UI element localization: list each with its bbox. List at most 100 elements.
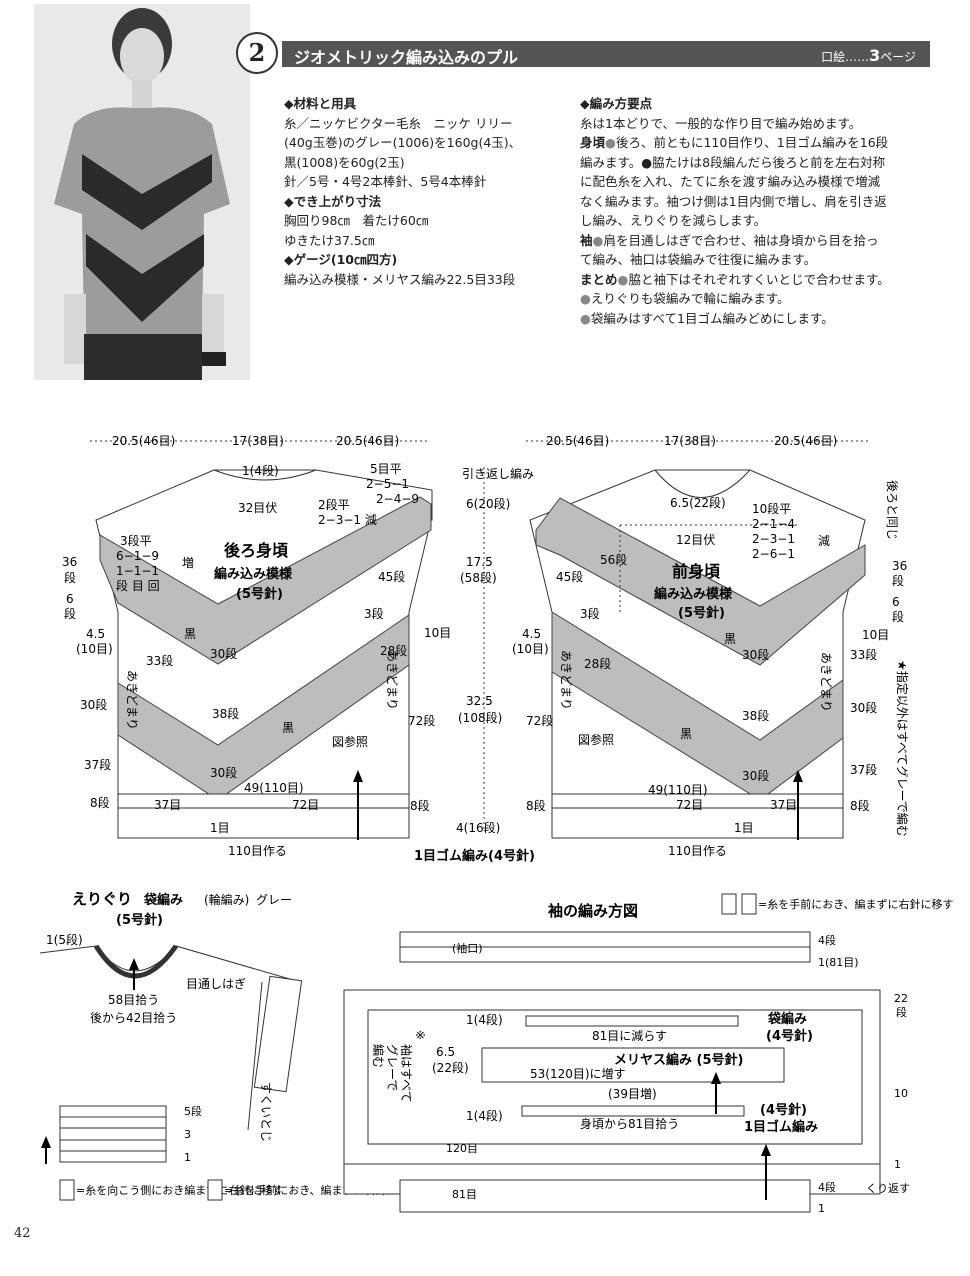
method-intro: 糸は1本どりで、一般的な作り目で編み始めます。 bbox=[580, 115, 862, 131]
finish-line: まとめ●脇と袖下はそれぞれすくいとじで合わせます。 bbox=[580, 271, 890, 287]
materials-line: 針／5号・4号2本棒針、5号4本棒針 bbox=[284, 174, 487, 189]
front-cast-on: 110目作る bbox=[668, 844, 727, 858]
model-photo bbox=[34, 4, 250, 380]
sleeve-right-row: 段 bbox=[896, 1005, 907, 1019]
front-label: 33段 bbox=[850, 647, 877, 662]
back-shoulder-2: 2−5−1 bbox=[366, 477, 409, 491]
gauge-heading: ◆ゲージ(10㎝四方) bbox=[284, 252, 398, 267]
back-stripe-label: 38段 bbox=[212, 706, 239, 721]
front-same-as-back: 後ろと同じ bbox=[885, 480, 899, 540]
body-line: に配色糸を入れ、たてに糸を渡す編み込み模様で増減 bbox=[580, 174, 881, 189]
title-bar: ジオメトリック編み込みのプル 口絵……3ページ bbox=[282, 41, 930, 67]
front-label: 38段 bbox=[742, 708, 769, 723]
front-width-center: 17(38目) bbox=[664, 434, 716, 448]
finished-line: 胸回り98㎝ 着たけ60㎝ bbox=[284, 213, 429, 228]
back-body-h2: (108段) bbox=[458, 710, 502, 725]
body-line: 編みます。●脇たけは8段編んだら後ろと前を左右対称 bbox=[580, 154, 886, 170]
back-see-fig: 図参照 bbox=[332, 734, 368, 749]
finished-heading: ◆でき上がり寸法 bbox=[284, 193, 382, 209]
back-inc-word: 増 bbox=[182, 556, 194, 570]
sleeve-stitch-120: 120目 bbox=[446, 1142, 478, 1155]
back-stripe-label: 30段 bbox=[210, 765, 237, 780]
materials-line: (40g玉巻)のグレー(1006)を160g(4玉)、 bbox=[284, 135, 522, 150]
front-needle: (5号針) bbox=[678, 605, 725, 621]
back-pattern: 編み込み模様 bbox=[214, 566, 293, 582]
method-section: ◆編み方要点 糸は1本どりで、一般的な作り目で編み始めます。 身頃●後ろ、前とも… bbox=[580, 94, 950, 328]
back-label: 36 bbox=[62, 555, 77, 569]
back-neck-rows: 1(4段) bbox=[242, 463, 279, 478]
back-stripe-label: 黒 bbox=[282, 721, 294, 735]
front-neck-dec-4: 2−6−1 bbox=[752, 547, 795, 561]
front-split-1: 72目 bbox=[676, 798, 703, 812]
collar-chart bbox=[41, 1105, 167, 1164]
back-label: 段 bbox=[64, 570, 76, 585]
front-label: 6 bbox=[892, 595, 900, 609]
front-label: (10目) bbox=[512, 642, 549, 656]
note-line: ●袋編みはすべて1目ゴム編みどめにします。 bbox=[580, 310, 834, 326]
sleeve-pick: 身頃から81目拾う bbox=[580, 1116, 679, 1131]
back-inc-2: 6−1−9 bbox=[116, 549, 159, 563]
sleeve-rib-name: 1目ゴム編み bbox=[744, 1119, 818, 1135]
back-inc-3: 1−1−1 bbox=[116, 564, 159, 578]
pattern-title: ジオメトリック編み込みのプル bbox=[294, 48, 519, 67]
sleeve-cuff-name: 袋編み bbox=[767, 1011, 807, 1027]
back-short-row: 引き返し編み bbox=[462, 466, 534, 481]
back-stripe-label: 30段 bbox=[210, 646, 237, 661]
front-label: 10目 bbox=[862, 628, 889, 642]
back-rib-label: 1目 bbox=[210, 821, 230, 835]
front-neck-dec-3: 2−3−1 bbox=[752, 532, 795, 546]
sleeve-right-row: 1 bbox=[894, 1158, 901, 1171]
back-inc-1: 3段平 bbox=[120, 533, 152, 548]
back-label: 37段 bbox=[84, 757, 111, 772]
collar-diagram bbox=[39, 944, 303, 1164]
detail-diagrams: えりぐり 袋編み (輪編み) グレー (5号針) 1(5段) 58目拾う 後から… bbox=[39, 890, 953, 1215]
back-neck-dec-1: 2段平 bbox=[318, 497, 350, 512]
sweater-photo-illustration bbox=[34, 4, 250, 380]
sleeve-height-2: (22段) bbox=[432, 1060, 469, 1075]
collar-pick-back: 後から42目拾う bbox=[90, 1010, 177, 1025]
sleeve-stitch-81: 81目 bbox=[452, 1188, 477, 1201]
front-neck-h: 6.5(22段) bbox=[670, 495, 726, 510]
back-stripe-label: 28段 bbox=[380, 643, 407, 658]
back-cast-on: 110目作る bbox=[228, 844, 287, 858]
back-right-label: 72段 bbox=[408, 713, 435, 728]
sleeve-note: 編む bbox=[371, 1044, 386, 1068]
collar-method: 袋編み bbox=[143, 892, 183, 908]
collar-row-label: 5段 bbox=[184, 1104, 202, 1118]
back-stripe-label: 黒 bbox=[184, 627, 196, 641]
sleeve-right-row: 4段 bbox=[818, 1180, 836, 1194]
sleeve-line: 袖●肩を目通しはぎで合わせ、袖は身頃から目を拾っ bbox=[580, 232, 879, 248]
collar-seam: 目通しはぎ bbox=[186, 977, 246, 991]
front-label: 黒 bbox=[724, 632, 736, 646]
back-label: 6 bbox=[66, 592, 74, 606]
sleeve-inc39: (39目増) bbox=[608, 1087, 657, 1101]
sleeve-label: 袖 bbox=[580, 232, 593, 248]
back-right-label: 10目 bbox=[424, 626, 451, 640]
pattern-number: 2 bbox=[236, 32, 278, 74]
front-label: 図参照 bbox=[578, 732, 614, 747]
page-reference: 口絵……3ページ bbox=[821, 46, 916, 65]
materials-heading: ◆材料と用具 bbox=[284, 96, 357, 111]
front-open-right: あきどまり bbox=[819, 652, 833, 712]
body-label: 身頃 bbox=[580, 135, 606, 150]
sleeve-body-name: メリヤス編み (5号針) bbox=[614, 1052, 743, 1068]
page-number: 42 bbox=[14, 1226, 31, 1241]
front-open-left: あきどまり bbox=[559, 650, 573, 710]
sleeve-note: ※ bbox=[413, 1030, 427, 1040]
back-label: 30段 bbox=[80, 697, 107, 712]
back-stripe-label: 3段 bbox=[364, 606, 384, 621]
front-split-2: 37目 bbox=[770, 798, 797, 812]
sleeve-title: 袖の編み方図 bbox=[548, 902, 638, 920]
materials-line: 黒(1008)を60g(2玉) bbox=[284, 154, 405, 170]
back-width-center: 17(38目) bbox=[232, 434, 284, 448]
back-inc-4: 段 目 回 bbox=[116, 578, 160, 593]
front-label: 段 bbox=[892, 573, 904, 588]
body-line: し編み、えりぐりを減らします。 bbox=[580, 213, 767, 228]
front-width-right: 20.5(46目) bbox=[774, 434, 837, 448]
front-label: 45段 bbox=[556, 569, 583, 584]
sleeve-fold: くり返す bbox=[866, 1182, 910, 1195]
back-needle: (5号針) bbox=[236, 586, 283, 602]
note-line: ●えりぐりも袋編みで輪に編みます。 bbox=[580, 291, 790, 306]
finish-label: まとめ bbox=[580, 271, 618, 287]
collar-pick: 58目拾う bbox=[108, 992, 159, 1007]
